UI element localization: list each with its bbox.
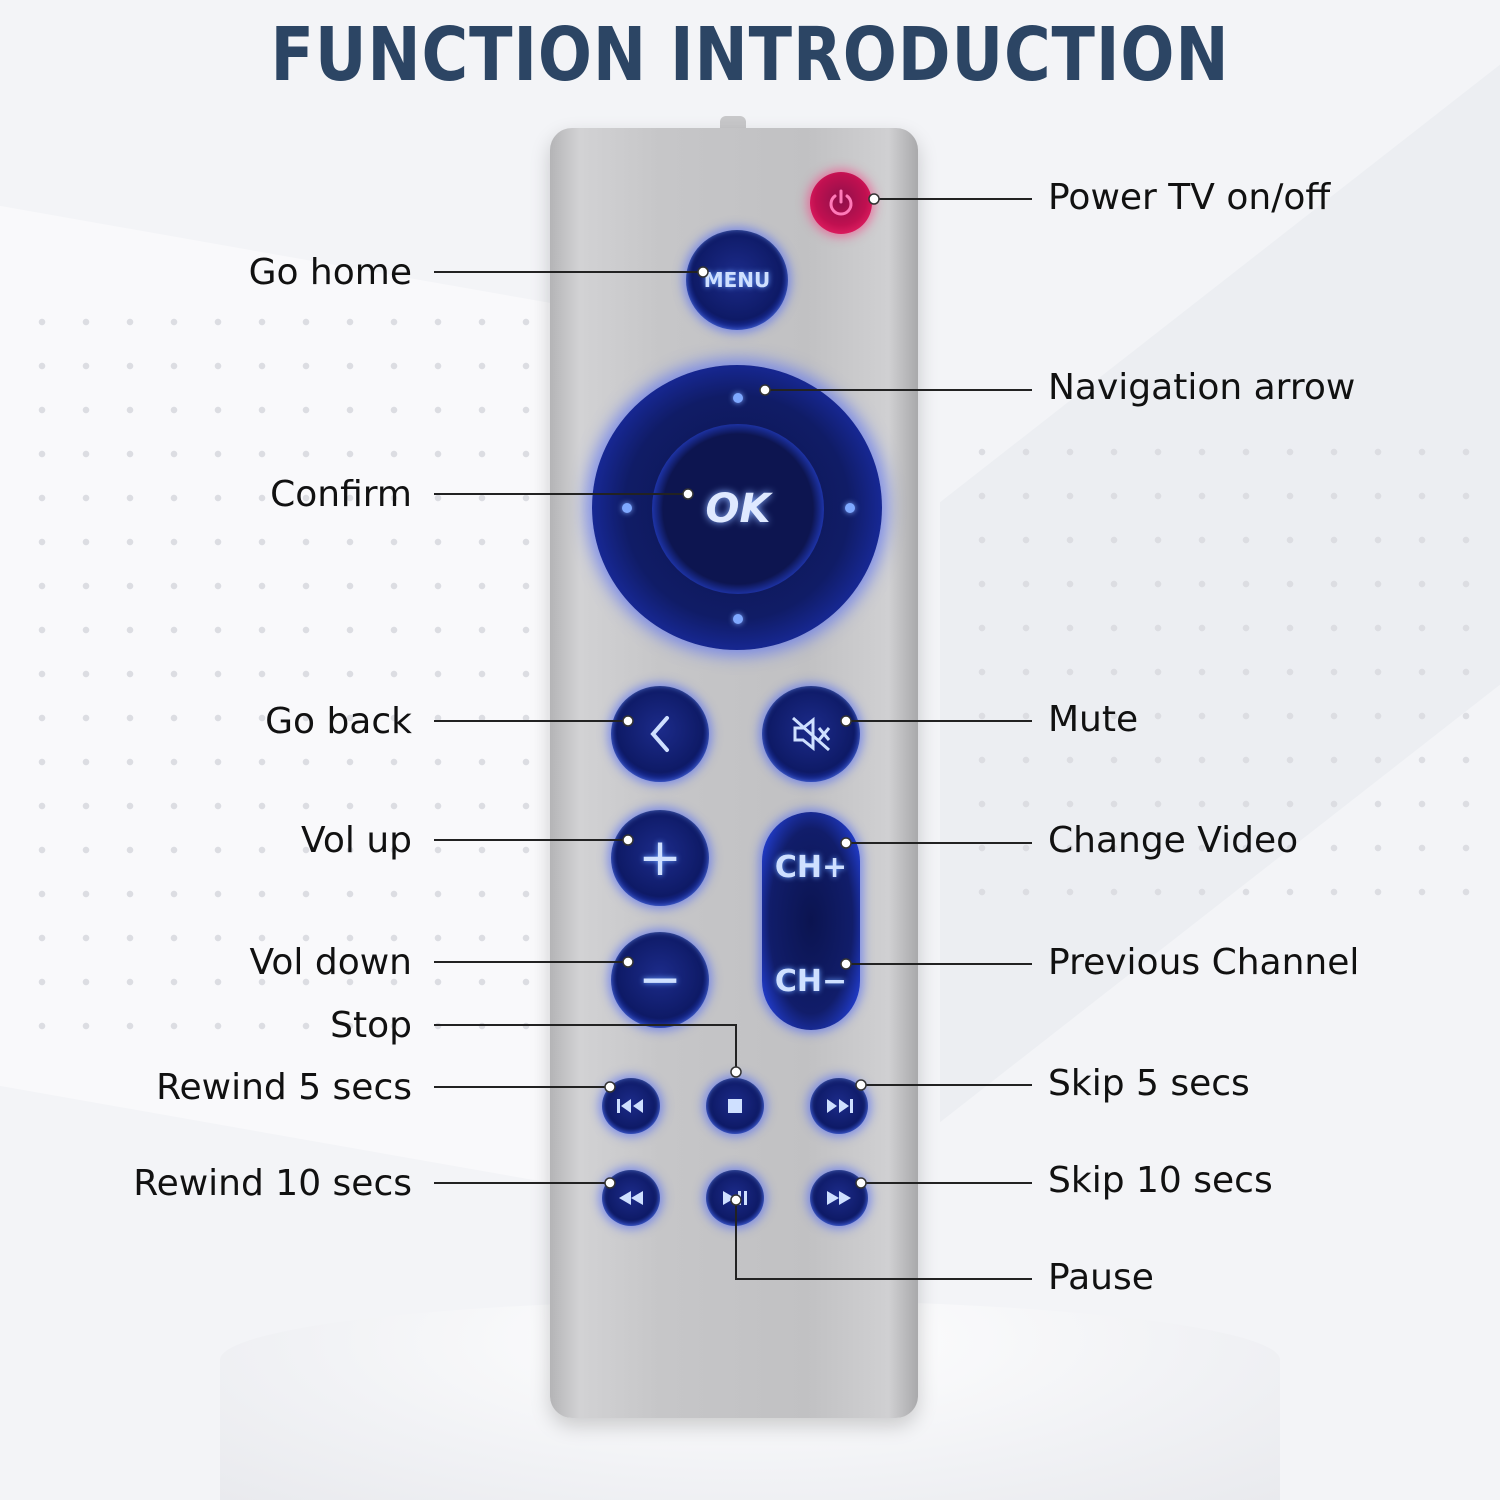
menu-button[interactable]: MENU [686, 230, 788, 330]
label-rewind-5: Rewind 5 secs [156, 1067, 412, 1108]
nav-left-dot[interactable] [622, 503, 632, 513]
fast-forward-icon [827, 1191, 851, 1205]
skip-forward-icon [827, 1099, 853, 1113]
skip-back-icon [617, 1099, 643, 1113]
ok-button[interactable]: OK [652, 424, 824, 594]
page-title: FUNCTION INTRODUCTION [270, 12, 1230, 98]
channel-up-label[interactable]: CH+ [774, 850, 848, 885]
label-pause: Pause [1048, 1257, 1154, 1298]
power-button[interactable] [810, 172, 872, 234]
label-previous-channel: Previous Channel [1048, 942, 1360, 983]
channel-rocker[interactable]: CH+ CH− [762, 812, 860, 1030]
channel-down-label[interactable]: CH− [774, 964, 848, 999]
power-icon [829, 189, 853, 216]
chevron-left-icon [650, 716, 669, 752]
label-change-video: Change Video [1048, 820, 1299, 861]
label-skip-10: Skip 10 secs [1048, 1160, 1273, 1201]
label-power: Power TV on/off [1048, 177, 1331, 218]
label-stop: Stop [330, 1005, 412, 1046]
label-navigation: Navigation arrow [1048, 367, 1356, 408]
label-vol-down: Vol down [249, 942, 412, 983]
label-rewind-10: Rewind 10 secs [133, 1163, 412, 1204]
label-skip-5: Skip 5 secs [1048, 1063, 1250, 1104]
fast-forward-button[interactable] [810, 1170, 868, 1226]
nav-down-dot[interactable] [733, 614, 743, 624]
label-go-home: Go home [248, 252, 412, 293]
volume-up-button[interactable]: + [611, 810, 709, 906]
volume-down-button[interactable]: − [611, 932, 709, 1028]
next-button[interactable] [810, 1078, 868, 1134]
mute-icon [792, 716, 831, 752]
label-confirm: Confirm [270, 474, 412, 515]
rewind-button[interactable] [602, 1170, 660, 1226]
back-button[interactable] [611, 686, 709, 782]
label-go-back: Go back [265, 701, 412, 742]
nav-up-dot[interactable] [733, 393, 743, 403]
stop-icon [728, 1099, 742, 1113]
label-mute: Mute [1048, 699, 1139, 740]
nav-right-dot[interactable] [845, 503, 855, 513]
previous-button[interactable] [602, 1078, 660, 1134]
play-pause-icon [723, 1191, 747, 1205]
label-vol-up: Vol up [301, 820, 412, 861]
rewind-icon [619, 1191, 643, 1205]
stop-button[interactable] [706, 1078, 764, 1134]
mute-button[interactable] [762, 686, 860, 782]
play-pause-button[interactable] [706, 1170, 764, 1226]
